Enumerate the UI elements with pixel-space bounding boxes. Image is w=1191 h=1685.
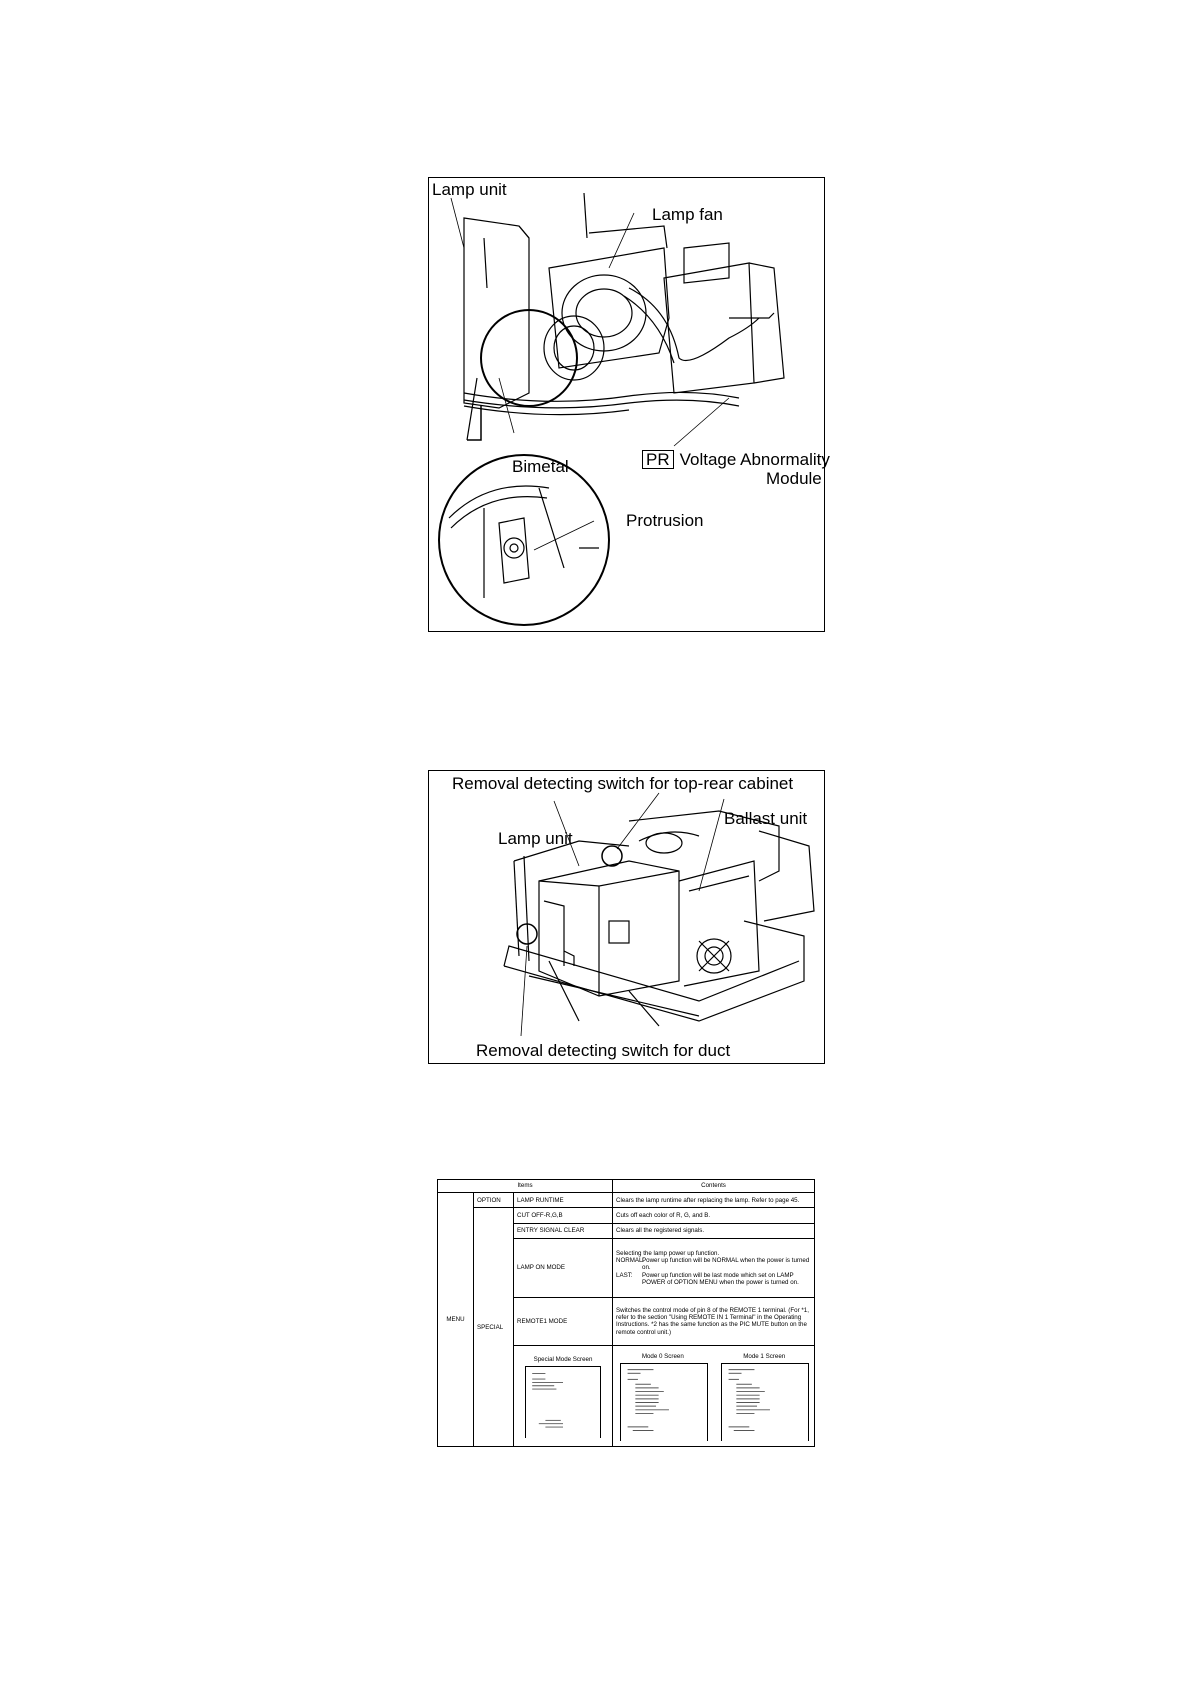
lamp-unit-label-2: Lamp unit <box>498 829 573 848</box>
menu-items-table: Items Contents MENU OPTION LAMP RUNTIME … <box>436 1179 816 1447</box>
module-label: Module <box>766 469 822 488</box>
protrusion-label: Protrusion <box>626 511 704 530</box>
special-mode-screen-image <box>525 1365 602 1438</box>
normal-definition: NORMAL: Power up function will be NORMAL… <box>616 1257 811 1272</box>
pr-box: PR <box>642 450 674 469</box>
table-row: MENU OPTION LAMP RUNTIME Clears the lamp… <box>437 1191 816 1447</box>
last-key: LAST: <box>616 1271 633 1279</box>
entry-clear-item: ENTRY SIGNAL CLEAR <box>512 1222 614 1240</box>
mode1-screen-image <box>721 1362 810 1441</box>
cutoff-content: Cuts off each color of R, G, and B. <box>612 1207 816 1224</box>
remote1-mode-content: Switches the control mode of pin 8 of th… <box>612 1296 816 1347</box>
entry-clear-content: Clears all the registered signals. <box>612 1222 816 1240</box>
special-cell: SPECIAL <box>473 1207 514 1447</box>
voltage-abnormality-label: PR Voltage Abnormality <box>642 450 830 469</box>
last-definition: LAST: Power up function will be last mod… <box>616 1272 811 1287</box>
lamp-unit-label: Lamp unit <box>432 180 507 199</box>
mode-screens-cell: Mode 0 Screen <box>612 1345 816 1447</box>
special-mode-screen-lines <box>532 1372 564 1428</box>
remote1-mode-item: REMOTE1 MODE <box>512 1296 614 1347</box>
mode1-screen-title: Mode 1 Screen <box>743 1353 786 1361</box>
table-row: Special Mode Screen <box>438 1345 816 1447</box>
table-header-row: Items Contents <box>436 1179 816 1193</box>
lamp-on-mode-intro: Selecting the lamp power up function. <box>616 1249 720 1257</box>
table-row: ENTRY SIGNAL CLEAR Clears all the regist… <box>438 1222 816 1240</box>
cutoff-item: CUT OFF-R,G,B <box>512 1207 614 1224</box>
lamp-unit-drawing <box>438 192 785 626</box>
removal-switch-figure: Removal detecting switch for top-rear ca… <box>428 770 825 1064</box>
lamp-unit-figure: Lamp unit Lamp fan Bimetal PR Voltage Abn… <box>428 177 830 632</box>
special-mode-screen-cell: Special Mode Screen <box>512 1345 614 1447</box>
normal-key: NORMAL: <box>616 1257 645 1265</box>
items-header: Items <box>436 1179 614 1193</box>
lamp-runtime-item: LAMP RUNTIME <box>512 1191 614 1209</box>
menu-cell: MENU <box>437 1192 474 1447</box>
table-row: REMOTE1 MODE Switches the control mode o… <box>438 1296 816 1347</box>
lamp-fan-label: Lamp fan <box>652 205 723 224</box>
mode1-screen-lines <box>729 1368 771 1431</box>
mode0-screen: Mode 0 Screen <box>616 1351 710 1441</box>
voltage-abnormality-text: Voltage Abnormality <box>679 450 830 469</box>
special-mode-screen-title: Special Mode Screen <box>533 1356 593 1364</box>
mode0-screen-image <box>620 1362 708 1441</box>
ballast-unit-label: Ballast unit <box>724 809 808 828</box>
normal-value: Power up function will be NORMAL when th… <box>642 1257 810 1272</box>
lamp-runtime-content: Clears the lamp runtime after replacing … <box>612 1191 816 1209</box>
lamp-on-mode-item: LAMP ON MODE <box>512 1238 614 1298</box>
option-cell: OPTION <box>473 1191 514 1209</box>
contents-header: Contents <box>612 1179 816 1193</box>
lamp-on-mode-content: Selecting the lamp power up function. NO… <box>612 1238 816 1298</box>
removal-switch-top-rear-label: Removal detecting switch for top-rear ca… <box>452 774 794 793</box>
table-row: SPECIAL CUT OFF-R,G,B Cuts off each colo… <box>438 1207 816 1447</box>
bimetal-label: Bimetal <box>512 457 569 476</box>
last-value: Power up function will be last mode whic… <box>642 1271 799 1286</box>
mode-screens: Mode 0 Screen <box>616 1351 811 1441</box>
removal-switch-duct-label: Removal detecting switch for duct <box>476 1041 731 1060</box>
mode1-screen: Mode 1 Screen <box>717 1351 811 1441</box>
removal-switch-drawing <box>503 792 815 1037</box>
mode0-screen-title: Mode 0 Screen <box>641 1353 684 1361</box>
mode0-screen-lines <box>627 1368 669 1431</box>
